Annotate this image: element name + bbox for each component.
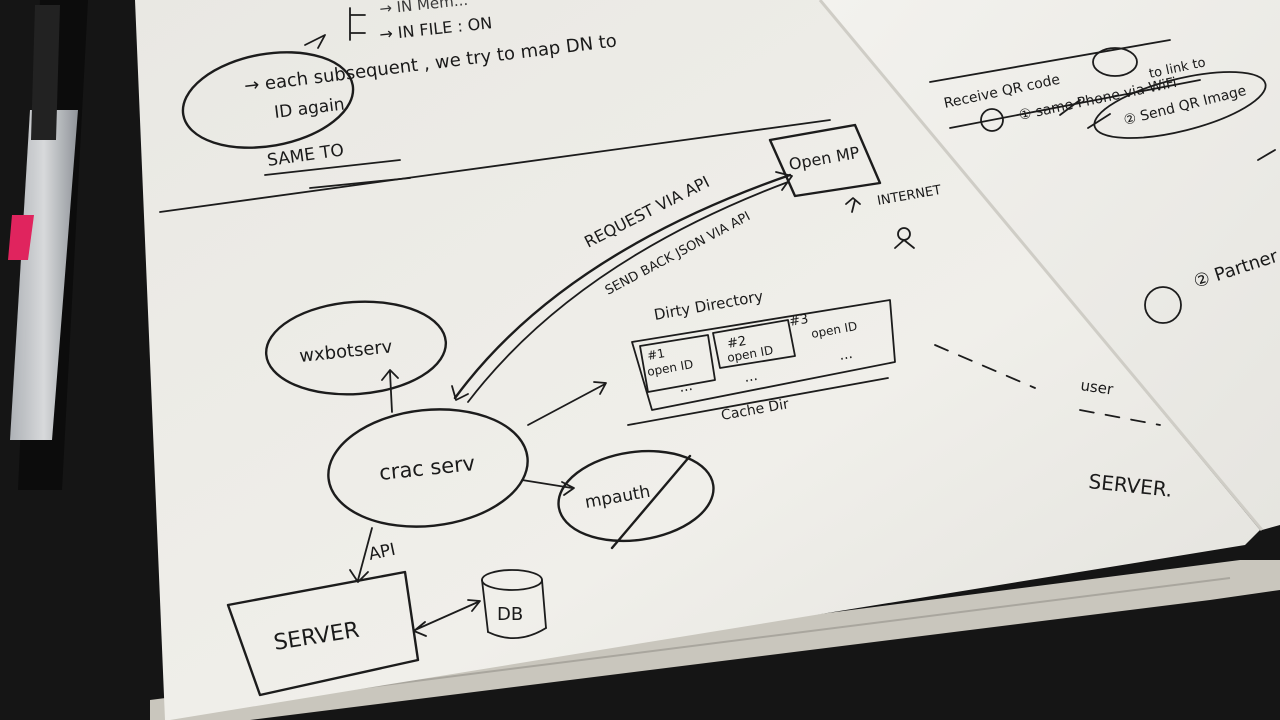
arrow-server-db — [413, 599, 481, 637]
internet-user-icon — [894, 227, 915, 249]
notebook-gutter — [818, 0, 1264, 531]
left-page — [135, 0, 1260, 720]
slot1-number: #1 — [646, 346, 666, 363]
openmp-box — [768, 123, 882, 198]
phone-circle — [1092, 47, 1138, 77]
partner-number-circle — [1144, 286, 1182, 324]
server-box — [226, 570, 420, 697]
cache-ellipsis-2: ... — [743, 368, 759, 386]
cache-ellipsis-3: ... — [838, 346, 854, 364]
wxbot-node — [264, 300, 448, 396]
user-label: user — [1079, 376, 1115, 398]
cache-ellipsis-1: ... — [678, 378, 694, 396]
cache-underline — [627, 377, 889, 426]
arrow-crac-to-openmp — [453, 173, 792, 400]
arrow-crac-to-wxbot — [381, 369, 399, 413]
divider-line — [159, 119, 831, 213]
right-page — [820, 0, 1280, 530]
page-stack-edge — [150, 560, 1280, 720]
pen — [8, 0, 88, 490]
arrow-crac-to-server — [349, 527, 373, 583]
user-server-divider — [934, 344, 1161, 426]
db-node — [481, 569, 547, 639]
slot3-number: #3 — [788, 312, 809, 330]
send-qr-circle — [1093, 71, 1267, 139]
mpauth-node — [557, 449, 715, 543]
arrow-crac-to-mpauth — [521, 479, 575, 496]
db-label: DB — [497, 604, 523, 625]
cache-slot-1 — [639, 334, 716, 393]
slot2-number: #2 — [726, 334, 747, 352]
pen-pink-accent — [8, 215, 34, 260]
note-circle — [181, 51, 355, 149]
crac-node — [327, 408, 529, 528]
cache-slot-2 — [712, 319, 796, 369]
cache-container — [631, 299, 896, 411]
arrow-crac-to-cache — [527, 381, 607, 426]
mpauth-strike — [610, 454, 692, 550]
